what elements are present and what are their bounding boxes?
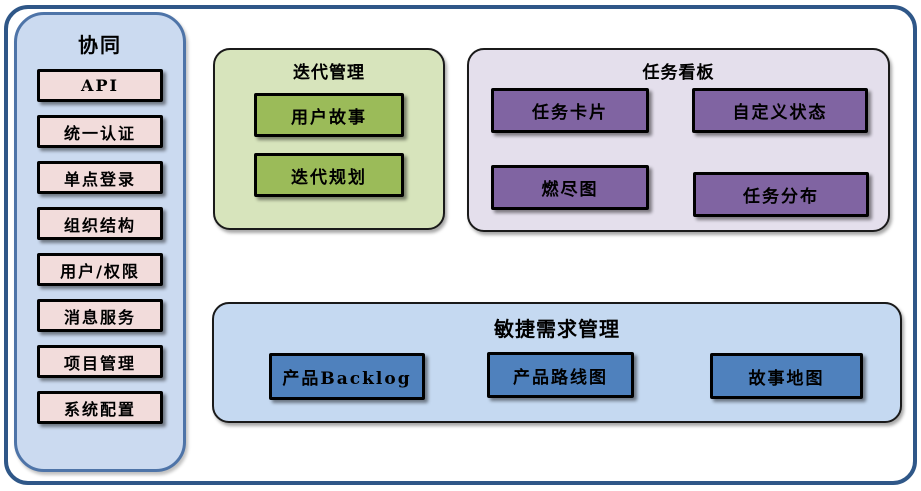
collaboration-panel: 协同 API 统一认证 单点登录 组织结构 用户/权限 消息服务 项目管理 系统… (14, 12, 186, 472)
sidebar-box-message-service: 消息服务 (37, 299, 163, 332)
box-story-map: 故事地图 (710, 353, 863, 399)
collaboration-panel-title: 协同 (78, 33, 122, 57)
collaboration-item-list: API 统一认证 单点登录 组织结构 用户/权限 消息服务 项目管理 系统配置 (17, 69, 183, 424)
sidebar-box-org-structure: 组织结构 (37, 207, 163, 240)
box-task-distribution: 任务分布 (693, 172, 869, 217)
iteration-management-panel: 迭代管理 用户故事 迭代规划 (213, 48, 445, 230)
sidebar-box-users-permissions: 用户/权限 (37, 253, 163, 286)
box-burndown-chart: 燃尽图 (491, 165, 649, 210)
iteration-item-list: 用户故事 迭代规划 (215, 93, 443, 197)
iteration-management-title: 迭代管理 (293, 63, 365, 83)
box-user-stories: 用户故事 (254, 93, 404, 137)
box-product-roadmap: 产品路线图 (487, 352, 634, 398)
agile-requirements-title: 敏捷需求管理 (494, 317, 620, 341)
task-kanban-title: 任务看板 (642, 63, 715, 83)
task-kanban-panel: 任务看板 任务卡片 自定义状态 燃尽图 任务分布 (467, 48, 890, 232)
sidebar-box-system-config: 系统配置 (37, 391, 163, 424)
sidebar-box-unified-auth: 统一认证 (37, 115, 163, 148)
box-custom-status: 自定义状态 (692, 88, 868, 133)
box-product-backlog: 产品Backlog (269, 353, 425, 400)
sidebar-box-sso: 单点登录 (37, 161, 163, 194)
sidebar-box-api: API (37, 69, 163, 102)
box-task-cards: 任务卡片 (491, 88, 649, 133)
box-iteration-planning: 迭代规划 (254, 153, 404, 197)
agile-requirements-panel: 敏捷需求管理 产品Backlog 产品路线图 故事地图 (212, 302, 902, 423)
sidebar-box-project-management: 项目管理 (37, 345, 163, 378)
